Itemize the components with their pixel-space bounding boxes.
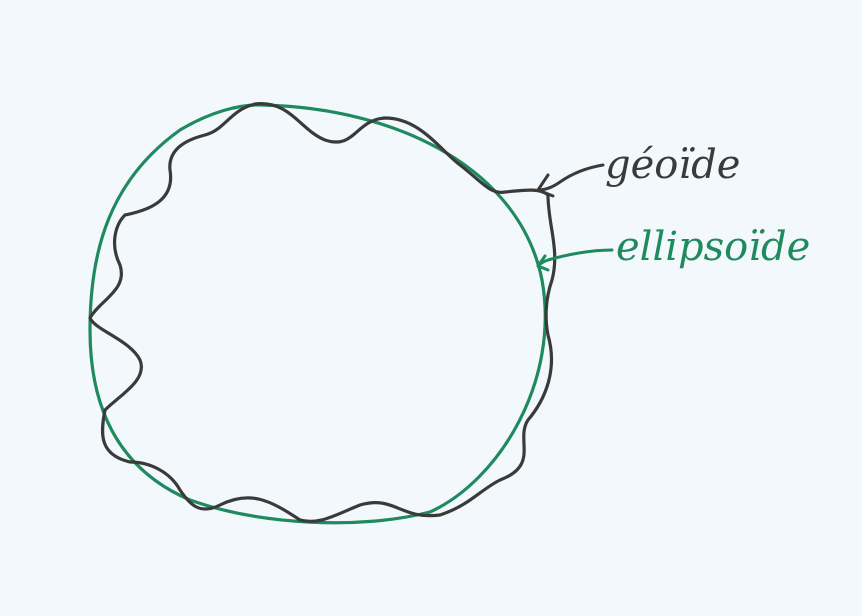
ellipsoid-label: ellipsoïde (616, 224, 810, 270)
geoid-curve (88, 102, 557, 523)
geoid-arrowhead (536, 173, 555, 198)
ellipsoid-curve (88, 103, 547, 525)
ellipsoid-arrowhead (536, 254, 550, 272)
geoid-label: géoïde (605, 142, 740, 188)
ellipsoid-arrow (536, 248, 614, 268)
geoid-arrow (536, 163, 605, 192)
